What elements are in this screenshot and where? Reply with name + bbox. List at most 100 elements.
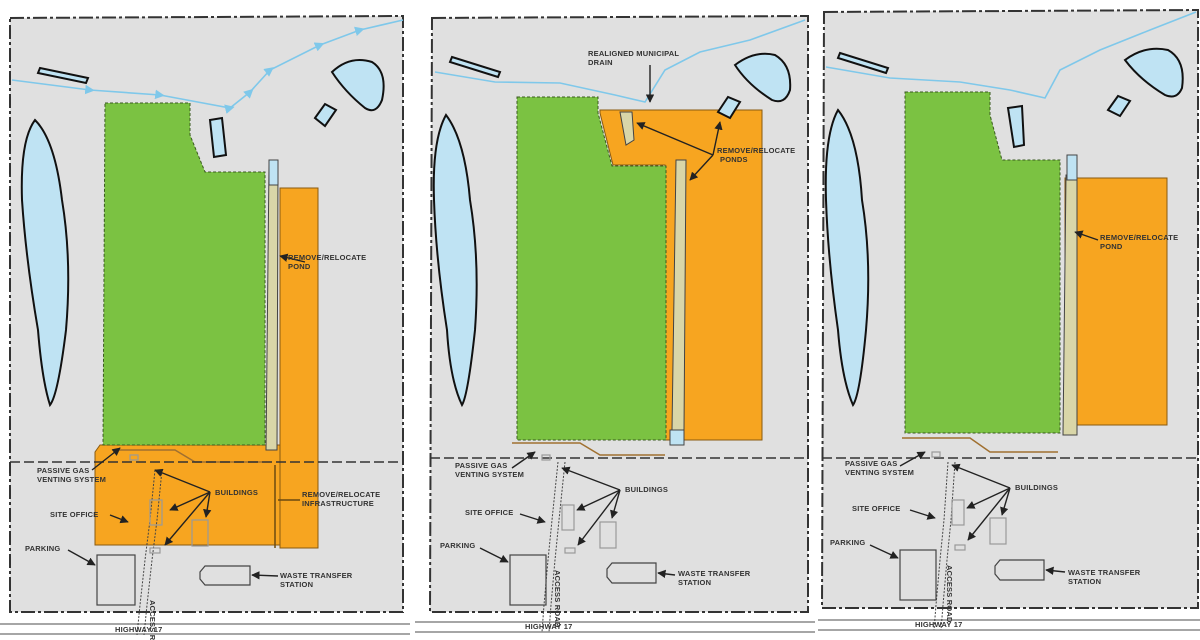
label-parking: PARKING [830,538,865,547]
waste-transfer-station [199,565,251,586]
building [561,504,575,531]
pond-small [448,55,502,79]
label-parking: PARKING [25,544,60,553]
pond-small [36,66,90,85]
label-site-office: SITE OFFICE [465,508,513,517]
pointer-arrow [109,514,129,524]
pointer-arrow [577,489,621,546]
pointer-arrow [869,544,899,559]
label-buildings: BUILDINGS [625,485,668,494]
label-buildings: BUILDINGS [215,488,258,497]
label-highway-17: HIGHWAY 17 [525,622,572,631]
pointer-arrow [967,487,1011,541]
pond-small [208,116,228,159]
label-buildings: BUILDINGS [1015,483,1058,492]
building [149,499,163,526]
lake-northeast [1123,47,1184,98]
waste-transfer-station [994,559,1045,581]
label-access-road: ACCESS ROAD [945,565,954,623]
building [541,454,551,461]
building [951,499,965,526]
pond-strip-north [1066,154,1078,181]
label-parking: PARKING [440,541,475,550]
lake-northeast [330,59,385,112]
lake-west [20,118,70,408]
pointer-arrow [610,489,621,519]
building [954,544,966,551]
pointer-arrow [511,451,536,469]
pond-strip-north [268,159,279,186]
parking-lot [899,549,937,601]
existing-landfill [102,102,266,446]
pointer-arrow [909,509,936,520]
waste-transfer-station [606,562,657,584]
label-access-road: ACCESS ROAD [553,570,562,628]
lake-west [432,113,478,408]
pointer-arrow [689,154,714,181]
parking-lot [96,554,136,606]
pointer-arrow [966,487,1011,509]
stream [434,19,806,103]
pointer-arrow [1074,230,1099,241]
parking-lot [509,554,547,606]
pointer-arrow [203,491,212,518]
pond-small [1106,94,1132,118]
lake-northeast [733,52,792,103]
pointer-arrow [251,571,279,580]
existing-landfill [904,91,1061,434]
building [129,454,139,461]
lake-west [824,108,870,408]
label-highway-17: HIGHWAY 17 [915,620,962,629]
pond-strip [619,111,635,146]
building [149,547,161,554]
stream [11,19,404,114]
pointer-arrow [169,491,211,511]
pointer-arrow [519,513,546,524]
building [989,517,1007,545]
building [931,451,941,458]
pond-small [313,102,338,128]
building [599,521,617,549]
expansion-area-east [279,187,319,549]
gas-venting-line [902,437,1058,453]
pointer-arrow [636,122,714,156]
building [564,547,576,554]
pond-small [1006,104,1026,149]
pointer-arrow [479,547,509,563]
expansion-area [1064,177,1168,426]
pointer-arrow [1045,566,1066,575]
pointer-arrow [91,447,121,471]
pointer-arrow [1000,487,1011,516]
pointer-arrow [899,451,926,467]
pond-small [716,95,742,120]
pointer-arrow [561,466,621,491]
gas-venting-line [512,442,665,456]
pointer-arrow [712,121,723,156]
pointer-arrow [154,468,211,493]
pond-small [836,51,890,75]
pointer-arrow [657,569,676,579]
label-access-road: ACCESS ROAD [148,600,157,640]
building [191,519,209,547]
pointer-arrow [279,253,306,263]
pointer-arrow [164,491,211,546]
pointer-arrow [576,489,621,511]
label-site-office: SITE OFFICE [852,504,900,513]
pointer-arrow [951,463,1011,489]
label-highway-17: HIGHWAY 17 [115,625,162,634]
access-road [136,469,163,636]
